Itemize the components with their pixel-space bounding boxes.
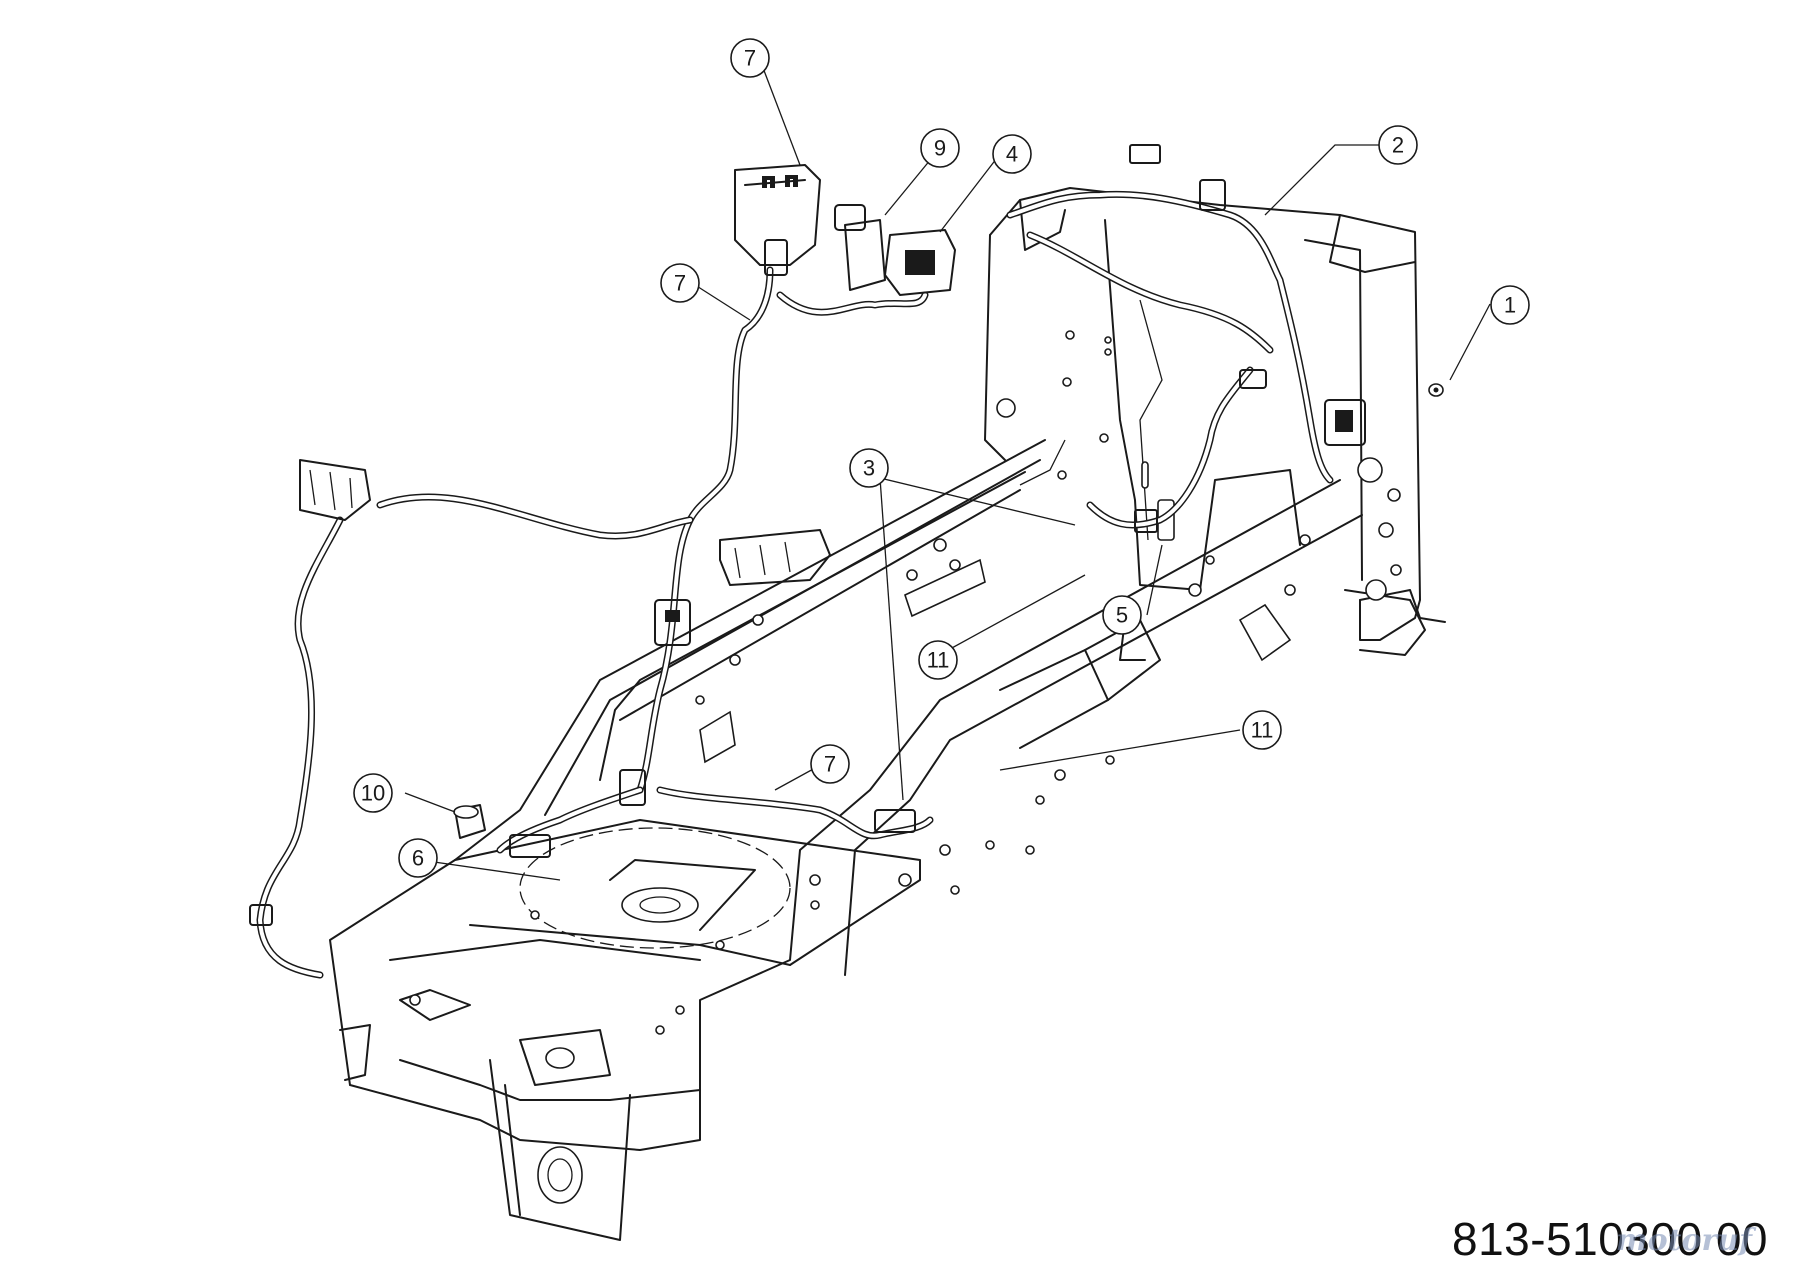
callout-7-bottom: 7 <box>810 744 850 784</box>
rear-frame-upright <box>984 187 1446 656</box>
callout-5: 5 <box>1102 595 1142 635</box>
frame-rail-left <box>329 439 1066 1086</box>
callout-6: 6 <box>398 838 438 878</box>
svg-text:11: 11 <box>927 648 950 673</box>
callout-9: 9 <box>920 128 960 168</box>
fuse-connector <box>834 204 886 291</box>
svg-text:3: 3 <box>863 456 875 481</box>
svg-text:9: 9 <box>934 136 946 161</box>
seat-switch-grommet <box>299 459 371 521</box>
inline-connector <box>654 599 691 646</box>
blade-cap <box>453 804 486 839</box>
svg-text:7: 7 <box>674 271 686 296</box>
lower-connectors <box>249 769 916 926</box>
wiring-harness <box>256 190 1334 979</box>
headlight-connector <box>719 529 831 586</box>
callout-4: 4 <box>992 134 1032 174</box>
svg-text:7: 7 <box>824 752 836 777</box>
svg-text:5: 5 <box>1116 603 1128 628</box>
frame-rail-right <box>699 479 1363 1041</box>
mounting-bolt <box>1428 383 1444 397</box>
callout-3: 3 <box>849 448 889 488</box>
callout-1: 1 <box>1490 285 1530 325</box>
callout-10: 10 <box>353 773 393 813</box>
callout-leaders <box>404 59 1491 881</box>
svg-text:11: 11 <box>1251 718 1274 743</box>
front-axle-bracket <box>339 994 701 1241</box>
ignition-switch-connector <box>734 164 821 276</box>
rear-connectors <box>1129 144 1366 533</box>
svg-text:7: 7 <box>744 46 756 71</box>
svg-text:6: 6 <box>412 846 424 871</box>
front-deck-plate <box>389 819 921 1021</box>
drawing-number: 813-510300 00 <box>1451 1213 1768 1265</box>
callout-7-left: 7 <box>660 263 700 303</box>
callout-11-right: 11 <box>1242 710 1282 750</box>
switch-connector <box>884 229 956 296</box>
callout-2: 2 <box>1378 125 1418 165</box>
callout-7-top: 7 <box>730 38 770 78</box>
watermark-logo: motoruf <box>1615 1223 1752 1258</box>
svg-text:2: 2 <box>1392 133 1404 158</box>
svg-text:10: 10 <box>361 781 385 806</box>
svg-text:4: 4 <box>1006 142 1018 167</box>
svg-text:1: 1 <box>1504 293 1516 318</box>
callout-11-middle: 11 <box>918 640 958 680</box>
